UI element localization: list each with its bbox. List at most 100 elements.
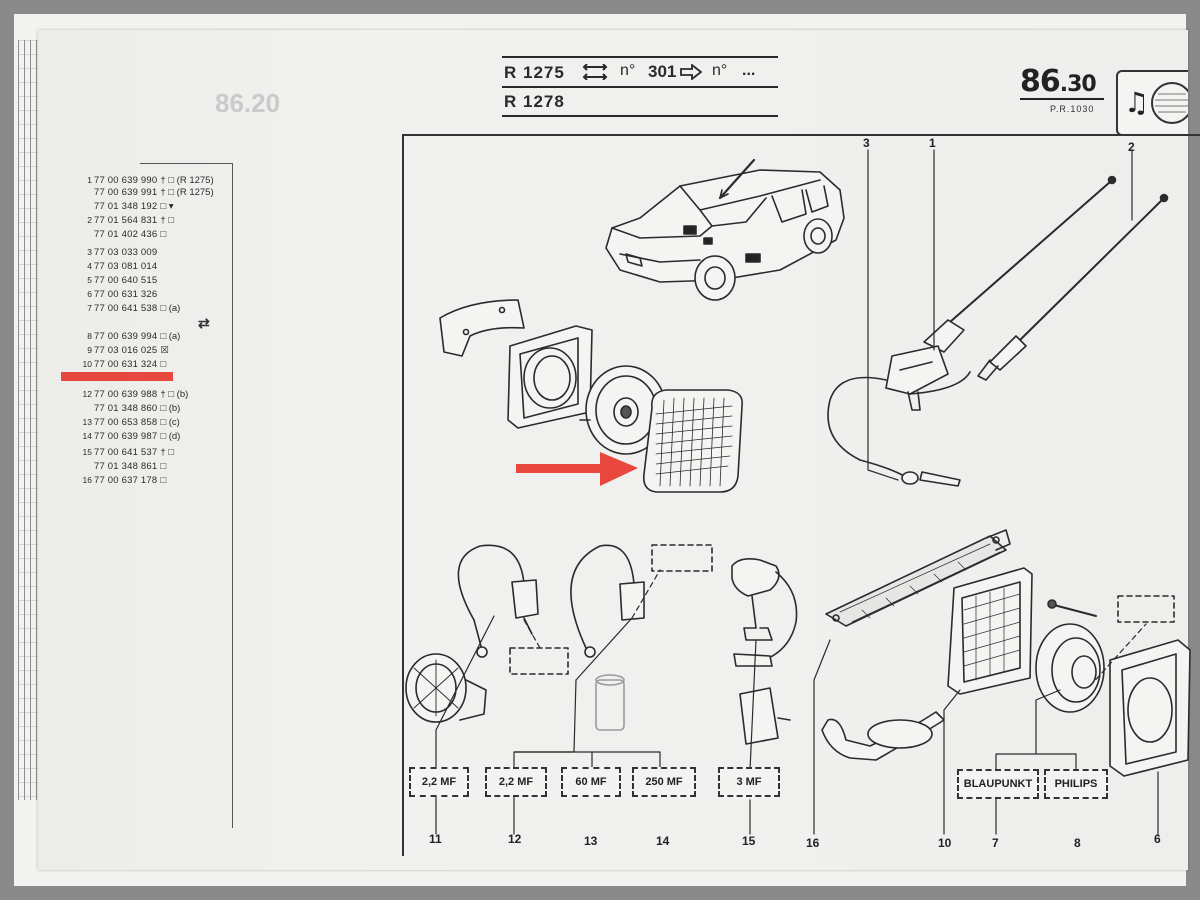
part-number: 77 00 641 537 [94,447,158,458]
part-number: 77 00 631 326 [94,289,158,300]
parts-list-row: 77 01 402 436□ [80,229,166,240]
part-index: 5 [87,275,92,285]
part-index: 14 [82,431,92,441]
car-illustration [605,158,845,301]
part-number: 77 00 639 987 [94,431,158,442]
part-marks: □ [160,461,167,472]
brand-label-philips: PHILIPS [1044,769,1108,799]
antenna-2 [977,193,1169,381]
page-reference: P.R.1030 [1050,104,1095,114]
parts-list-row: 77 01 348 861□ [80,461,166,472]
page-number: 86.30 [1020,64,1097,99]
range-icon [582,64,608,80]
part-number: 77 01 348 192 [94,201,158,212]
part-index: 10 [82,359,92,369]
part-number: 77 03 016 025 [94,345,158,356]
part-marks: □ [160,229,167,240]
part-number: 77 00 639 988 [94,389,158,400]
part-number: 77 03 081 014 [94,261,158,272]
muffler [821,711,945,761]
part-marks: □ [160,475,167,486]
callout-8: 8 [1074,836,1081,850]
part-number: 77 00 640 515 [94,275,158,286]
capacitor-label-12: 2,2 MF [485,767,547,797]
capacitor-label-13: 60 MF [561,767,621,797]
model-label-2: R 1278 [504,92,565,111]
capacitor-label-11: 2,2 MF [409,767,469,797]
suppressor-12 [570,544,645,658]
part-number: 77 01 348 861 [94,461,158,472]
callout-3: 3 [863,136,870,150]
part-marks: † □ (b) [160,389,189,400]
part-index: 9 [87,345,92,355]
part-index: 7 [87,303,92,313]
part-number: 77 00 631 324 [94,359,158,370]
music-note-speaker-icon: ♫ [1116,70,1193,136]
part-number: 77 01 564 831 [94,215,158,226]
speaker-driver-2 [1035,599,1105,713]
ignition-coil [595,674,625,731]
suppressor-15 [731,558,798,667]
part-index: 4 [87,261,92,271]
part-index: 8 [87,331,92,341]
diagram-frame [402,134,1200,856]
relay [739,687,791,745]
speaker-grille-2 [947,567,1033,695]
part-marks: □ (b) [160,403,181,414]
part-index: 3 [87,247,92,257]
callout-13: 13 [584,834,598,848]
parts-list-row: 77 01 348 860□ (b) [80,403,180,414]
show-through-ghost: 86.20 [215,88,281,118]
callout-1: 1 [929,136,936,150]
from-number: 301 [648,62,677,81]
part-number: 77 01 402 436 [94,229,158,240]
part-number: 77 00 639 990 [94,175,158,186]
callout-12: 12 [508,832,522,846]
part-marks: □ (d) [160,431,181,442]
part-marks: □ (a) [160,331,181,342]
callout-14: 14 [656,834,670,848]
page-number-rule [1020,98,1104,100]
part-number: 77 00 639 991 [94,187,158,198]
to-number: ... [742,62,756,79]
svg-text:♫: ♫ [1124,86,1149,119]
part-index: 13 [82,417,92,427]
part-number: 77 00 653 858 [94,417,158,428]
capacitor-label-14: 250 MF [632,767,696,797]
parts-list-row: 77 01 348 192□ ▾ [80,201,174,212]
part-index: 12 [82,389,92,399]
parts-list-row: 77 00 639 991† □ (R 1275) [80,187,214,198]
part-marks: □ (c) [160,417,180,428]
to-no-label: n° [712,62,728,79]
part-number: 77 00 641 538 [94,303,158,314]
callout-11: 11 [429,832,442,846]
model-label-1: R 1275 [504,63,565,82]
part-number: 77 01 348 860 [94,403,158,414]
interchange-symbol: ⇄ [198,315,210,331]
part-marks: † □ [160,447,175,458]
highlight-arrow [516,452,638,486]
ground-strap [825,529,1011,627]
alternator [405,653,487,723]
part-index: 16 [82,475,92,485]
part-marks: □ [160,359,167,370]
capacitor-label-15: 3 MF [718,767,780,797]
callout-16: 16 [806,836,820,850]
from-no-label: n° [620,62,636,79]
page-header: R 1275 R 1278 n° 301 n° ... [502,56,778,118]
